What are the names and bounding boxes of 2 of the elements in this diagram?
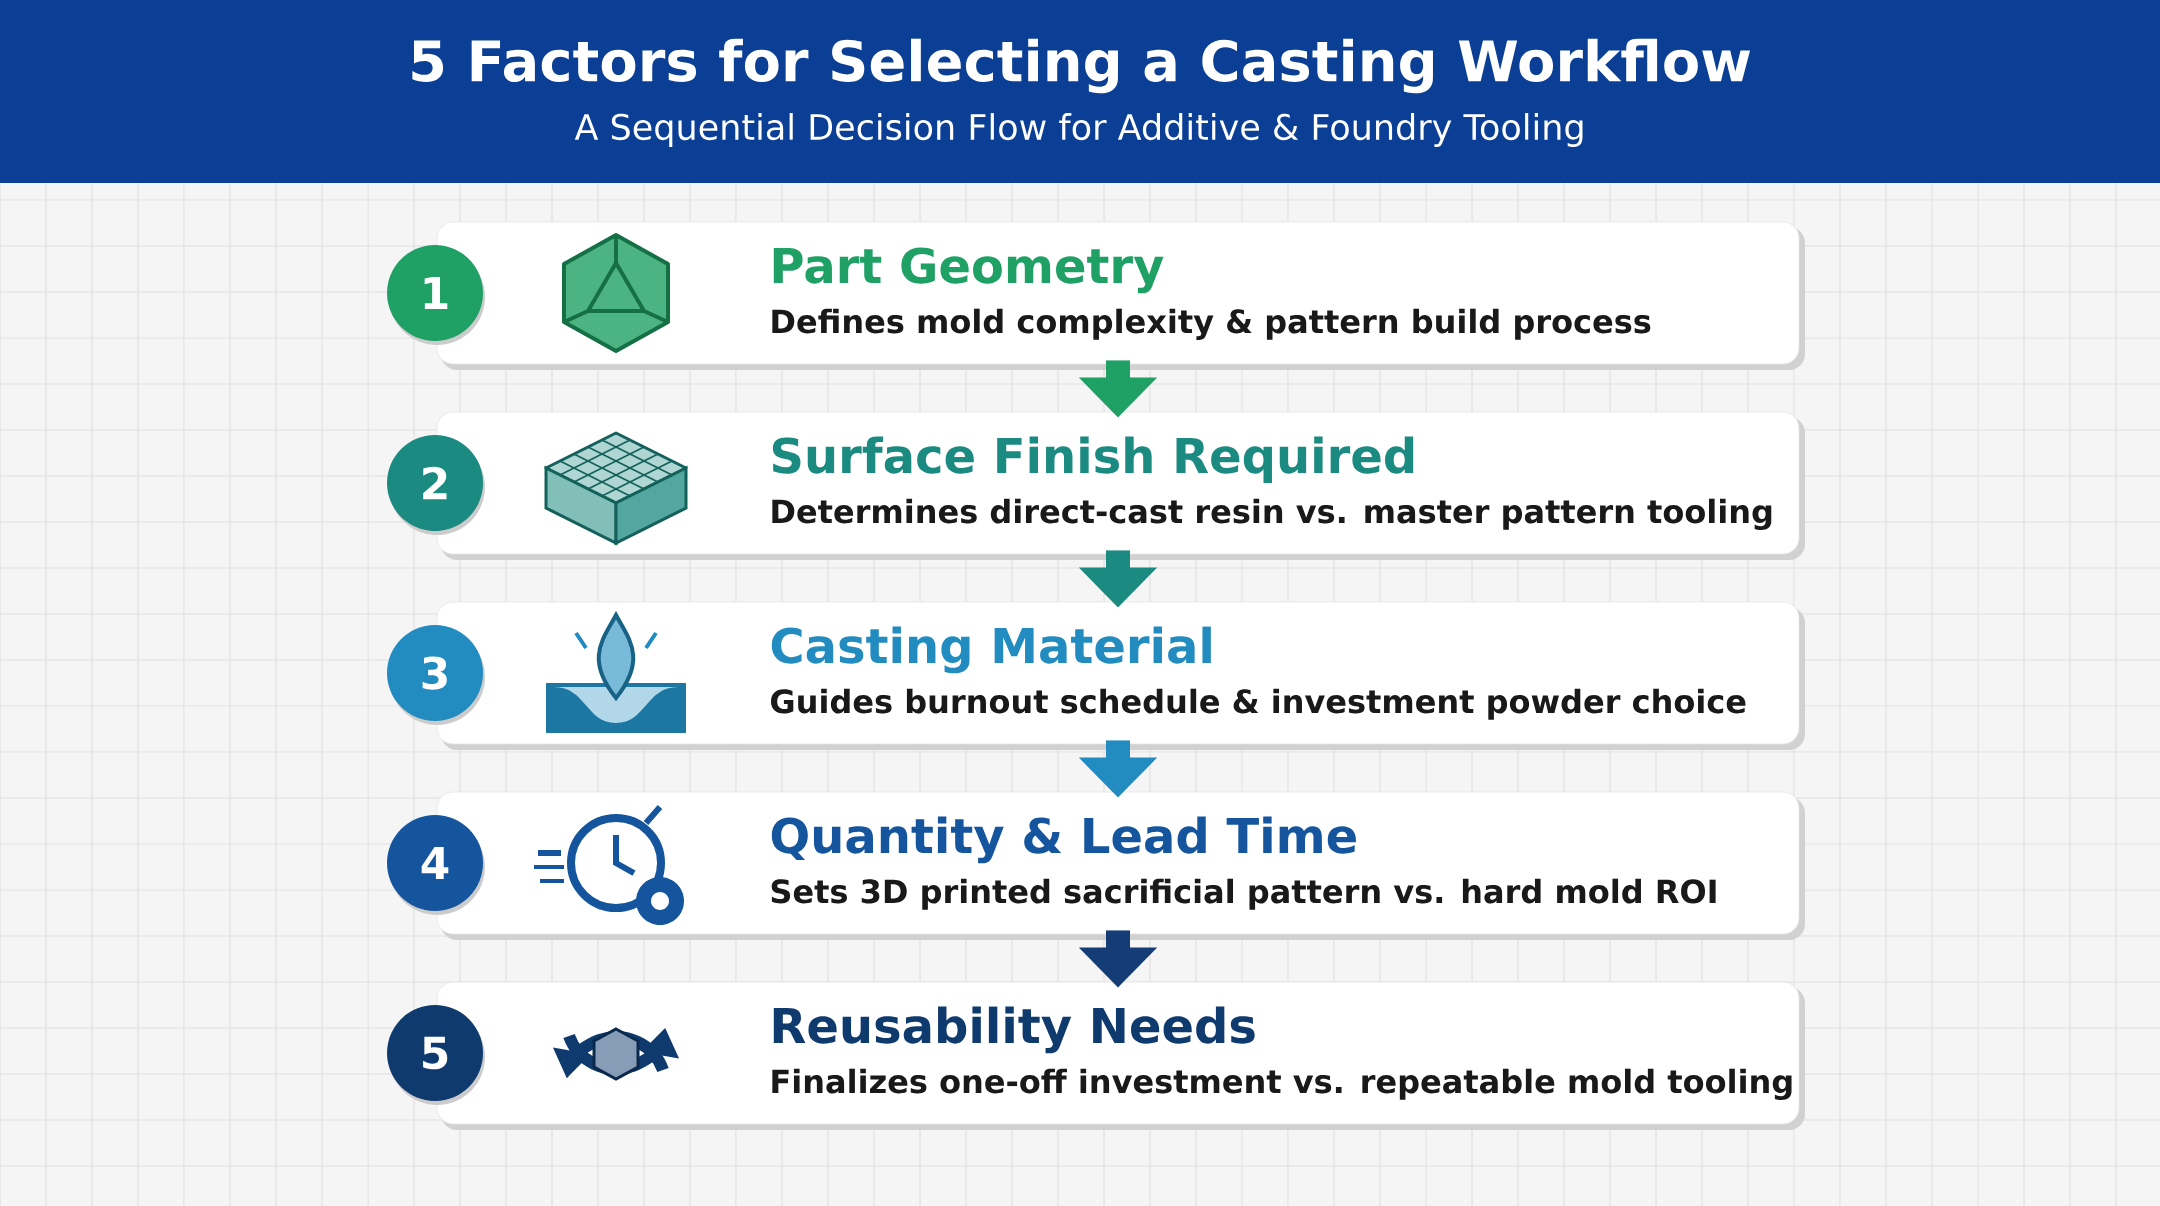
title: 5 Factors for Selecting a Casting Workflow — [412, 38, 1751, 94]
subtitle: A Sequential Decision Flow for Additive & Foundry Tooling — [574, 113, 1583, 147]
